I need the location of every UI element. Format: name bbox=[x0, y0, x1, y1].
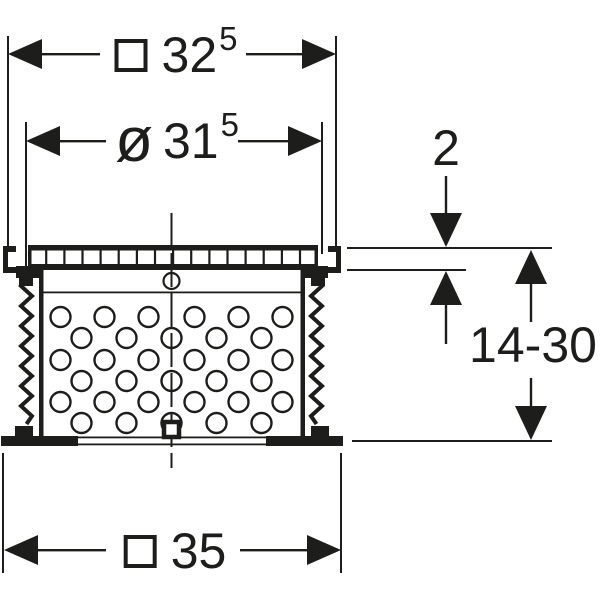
dim-arrow-left-icon bbox=[26, 126, 60, 156]
dim-top-width bbox=[7, 36, 337, 246]
ref-line-grate-top bbox=[347, 247, 552, 249]
dim-height-range bbox=[515, 250, 547, 440]
grate bbox=[28, 245, 318, 270]
dim-arrow-down-icon bbox=[515, 406, 547, 440]
dim-arrow-up-icon bbox=[515, 250, 547, 284]
ref-line-base bbox=[352, 440, 552, 442]
dim-value: 35 bbox=[170, 523, 227, 579]
ref-line-grate-bottom bbox=[347, 269, 466, 271]
dim-line bbox=[58, 140, 106, 143]
seal-foot-right bbox=[311, 426, 329, 438]
grate-bottom-bar bbox=[28, 264, 318, 270]
corrugated-seal-left bbox=[18, 279, 35, 426]
extension-line bbox=[321, 122, 323, 254]
dim-stem bbox=[529, 282, 533, 322]
dim-grate-thickness bbox=[430, 176, 462, 344]
dim-arrow-up-icon bbox=[430, 271, 462, 305]
frame-corner-right bbox=[301, 266, 328, 286]
dim-arrow-right-icon bbox=[302, 39, 336, 69]
dim-stem bbox=[444, 176, 448, 216]
basket-body bbox=[39, 268, 305, 438]
basket-band-line bbox=[43, 291, 301, 294]
dim-arrow-right-icon bbox=[307, 535, 341, 565]
extension-line bbox=[335, 36, 337, 246]
dim-grate-thickness-label: 2 bbox=[432, 123, 460, 173]
dim-value: 2 bbox=[432, 120, 460, 176]
outlet-square-marker bbox=[161, 419, 182, 440]
dim-line bbox=[246, 53, 304, 56]
dim-superscript: 5 bbox=[219, 20, 238, 57]
extension-line bbox=[2, 453, 4, 573]
corrugated-seal-right bbox=[308, 279, 325, 426]
dim-base-width-label: 35 bbox=[123, 523, 227, 579]
extension-line bbox=[340, 453, 342, 573]
grate-slot-dividers bbox=[45, 250, 302, 265]
diameter-symbol-icon: ø bbox=[115, 106, 153, 175]
dim-arrow-left-icon bbox=[8, 39, 42, 69]
dim-base-width bbox=[2, 453, 342, 573]
reference-lines bbox=[347, 247, 552, 442]
square-symbol-icon bbox=[123, 534, 157, 568]
extension-line bbox=[25, 122, 27, 266]
dim-arrow-left-icon bbox=[4, 535, 38, 565]
clamp-bracket-right bbox=[328, 246, 341, 273]
perforation-holes bbox=[49, 305, 294, 435]
basket-wall-left bbox=[39, 268, 44, 438]
dim-stem bbox=[444, 303, 448, 344]
clamp-bracket-left bbox=[3, 246, 16, 273]
dim-value: 31 bbox=[162, 113, 219, 169]
dim-value: 14-30 bbox=[469, 317, 597, 373]
grate-top-bar bbox=[28, 245, 318, 251]
dim-line bbox=[40, 53, 100, 56]
dim-value: 32 bbox=[161, 27, 218, 83]
dim-arrow-down-icon bbox=[430, 213, 462, 247]
extension-line bbox=[7, 36, 9, 246]
dim-superscript: 5 bbox=[220, 106, 239, 143]
dim-stem bbox=[529, 378, 533, 408]
basket-wall-right bbox=[300, 268, 305, 438]
dim-line bbox=[238, 140, 290, 143]
dim-inner-diameter bbox=[25, 122, 323, 266]
seal-foot-left bbox=[15, 426, 33, 438]
dim-arrow-right-icon bbox=[288, 126, 322, 156]
dim-line bbox=[240, 549, 309, 552]
square-symbol-icon bbox=[114, 38, 148, 72]
dim-height-range-label: 14-30 bbox=[469, 320, 597, 370]
dim-line bbox=[36, 549, 106, 552]
frame-corner-left bbox=[16, 266, 43, 286]
